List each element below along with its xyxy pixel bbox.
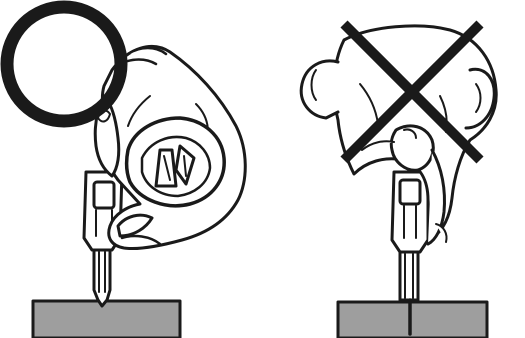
tool-tip-right [398, 248, 420, 302]
ok-circle-symbol [0, 0, 128, 128]
hand-right [299, 24, 498, 246]
workpiece-block-right [336, 300, 489, 338]
ng-cross-symbol [340, 20, 484, 164]
panel-incorrect [299, 20, 498, 338]
workpiece-block-left [31, 299, 182, 338]
hand-detail-emblem [124, 116, 226, 208]
tool-body-right [390, 170, 430, 254]
panel-correct [0, 0, 247, 338]
tool-tip-left [92, 246, 112, 308]
tool-body-left [82, 170, 124, 252]
